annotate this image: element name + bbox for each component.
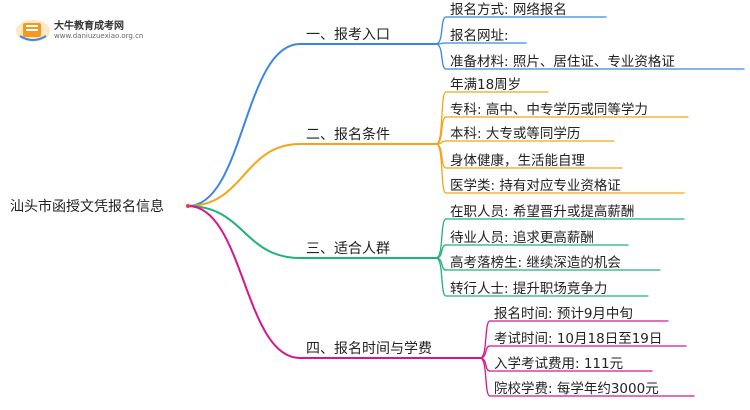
leaf-node: 待业人员: 追求更高薪酬 xyxy=(450,230,594,246)
connector-line xyxy=(435,143,447,194)
leaf-node: 转行人士: 提升职场竞争力 xyxy=(450,281,608,297)
leaf-node: 院校学费: 每学年约3000元 xyxy=(494,381,659,397)
logo-name: 大牛教育成考网 xyxy=(54,21,124,32)
connector-line xyxy=(187,205,301,359)
branch-node: 四、报名时间与学费 xyxy=(306,341,432,357)
connector-line xyxy=(435,116,447,145)
leaf-node: 入学考试费用: 111元 xyxy=(494,356,624,372)
leaf-node: 报名时间: 预计9月中旬 xyxy=(494,306,633,322)
leaf-node: 报名网址: xyxy=(450,28,509,44)
root-node: 汕头市函授文凭报名信息 xyxy=(10,199,164,215)
branch-node: 三、适合人群 xyxy=(306,241,390,257)
branch-node: 二、报名条件 xyxy=(306,127,390,143)
connector-line xyxy=(435,218,447,259)
leaf-node: 报名方式: 网络报名 xyxy=(450,2,567,18)
connector-line xyxy=(479,320,491,359)
connector-line xyxy=(435,43,447,70)
book-logo-icon xyxy=(16,20,50,42)
connector-line xyxy=(187,43,301,207)
leaf-node: 高考落榜生: 继续深造的机会 xyxy=(450,255,621,271)
leaf-node: 本科: 大专或等同学历 xyxy=(450,126,581,142)
branch-node: 一、报考入口 xyxy=(306,27,390,43)
leaf-node: 专科: 高中、中专学历或同等学力 xyxy=(450,102,648,118)
leaf-node: 准备材料: 照片、居住证、专业资格证 xyxy=(450,54,675,70)
leaf-node: 医学类: 持有对应专业资格证 xyxy=(450,178,621,194)
connector-line xyxy=(435,257,447,297)
leaf-node: 年满18周岁 xyxy=(450,77,522,93)
connector-line xyxy=(187,205,301,259)
root-connector-dot xyxy=(186,204,190,208)
leaf-node: 在职人员: 希望晋升或提高薪酬 xyxy=(450,204,635,220)
logo: 大牛教育成考网 www.daniuzuexiao.org.cn xyxy=(14,10,164,50)
leaf-node: 身体健康，生活能自理 xyxy=(450,153,585,169)
logo-url: www.daniuzuexiao.org.cn xyxy=(54,32,144,40)
connector-line xyxy=(435,16,447,45)
connector-line xyxy=(479,357,491,397)
leaf-node: 考试时间: 10月18日至19日 xyxy=(494,331,663,347)
connector-line xyxy=(187,143,301,207)
